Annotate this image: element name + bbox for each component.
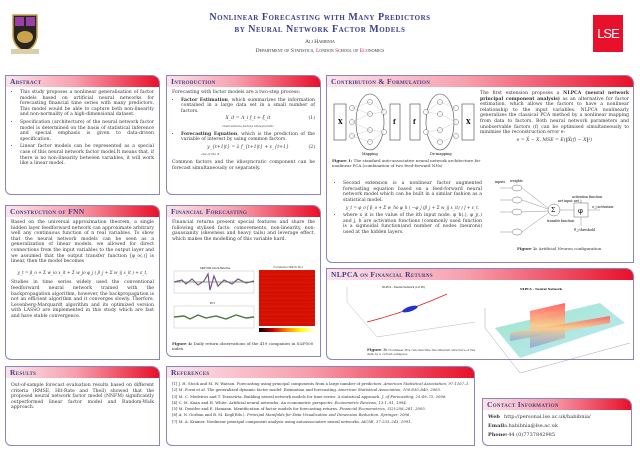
intro-item: Factor Estimation, which summarizes the … bbox=[181, 98, 315, 130]
figure-3-caption: Figure 3: Nonlinear PCs can describe the… bbox=[367, 347, 476, 357]
contribution-heading: Contribution & Formulation bbox=[327, 76, 633, 87]
abstract-item: This study proposes a nonlinear generali… bbox=[20, 90, 154, 118]
contribution-section: Contribution & Formulation X f f X Mappi… bbox=[326, 75, 634, 263]
svg-text:o_j activation: o_j activation bbox=[592, 205, 613, 209]
reference-item: [4] C. M. Kuan and H. White. Artificial … bbox=[172, 399, 407, 405]
financial-forecasting-section: Financial Forecasting Financial returns … bbox=[166, 205, 321, 357]
fnn-paragraph: Studies in time series widely used the c… bbox=[11, 280, 154, 319]
reference-item: [1] J. H. Stock and M. W. Watson. Foreca… bbox=[172, 381, 469, 386]
svg-text:f: f bbox=[393, 119, 396, 126]
references-heading: References bbox=[167, 367, 474, 378]
svg-text:θ_j threshold: θ_j threshold bbox=[574, 228, 595, 232]
figure-1-autoassociative-network: X f f X Mapping De-mapping bbox=[332, 90, 477, 156]
svg-text:f: f bbox=[413, 119, 416, 126]
correlation-heatmap: Correlation Matrix Plot bbox=[259, 266, 317, 338]
abstract-item: Specification (architecture) of the neur… bbox=[20, 120, 154, 142]
reference-item: [7] M. A. Kramer. Nonlinear principal co… bbox=[172, 418, 412, 424]
reference-item: [5] M. Deistler and E. Hamann. Identific… bbox=[172, 406, 426, 412]
returns-plot: S&P 500 Stock Returns PC1 bbox=[172, 266, 257, 336]
lse-logo: LSE bbox=[593, 15, 623, 52]
results-section: Results Out-of-sample forecast evaluatio… bbox=[5, 366, 160, 446]
introduction-section: Introduction Forecasting with factor mod… bbox=[166, 75, 321, 195]
intro-item: Forecasting Equation, which is the predi… bbox=[181, 132, 315, 158]
mse-equation: e = X̂ − X, MSE = E(‖X̂(f) − X‖²) bbox=[516, 137, 593, 143]
nlpca-heading: NLPCA on Financial Returns bbox=[327, 269, 633, 280]
construction-fnn-heading: Construction of FNN bbox=[6, 206, 159, 217]
svg-text:transfer function: transfer function bbox=[547, 219, 574, 223]
financial-forecasting-heading: Financial Forecasting bbox=[167, 206, 320, 217]
svg-text:S&P 500 Stock Returns: S&P 500 Stock Returns bbox=[200, 267, 231, 270]
svg-text:X: X bbox=[466, 119, 471, 126]
introduction-heading: Introduction bbox=[167, 76, 320, 87]
svg-text:NLPCA - Neural Network: NLPCA - Neural Network bbox=[520, 287, 563, 291]
intro-outro: Common factors and the idiosyncratic com… bbox=[172, 159, 315, 171]
nlpca-neural-network-surface-plot: NLPCA - Neural Network bbox=[480, 283, 635, 388]
figure-4-caption: Figure 4: Daily return observations of t… bbox=[172, 341, 314, 351]
reference-item: [2] M. Forni et al. The generalized dyna… bbox=[172, 387, 442, 393]
contact-phone: Phone+44 (0)7737842985 bbox=[488, 432, 556, 438]
figure-2-caption: Figure 2: Artificial Neuron configuratio… bbox=[517, 246, 602, 251]
svg-text:Σ: Σ bbox=[551, 207, 555, 214]
results-paragraph: Out-of-sample forecast evaluation result… bbox=[11, 383, 154, 411]
poster-title-line1: Nonlinear Forecasting with Many Predicto… bbox=[209, 12, 431, 23]
reference-item: [3] M. C. Medeiros and T. Terasvirta. Bu… bbox=[172, 393, 447, 399]
abstract-section: Abstract This study proposes a nonlinear… bbox=[5, 75, 160, 195]
web-link[interactable]: http://personal.lse.ac.uk/habibnia/ bbox=[504, 414, 591, 420]
figure-2-artificial-neuron: inputs weights Σ net input net_j transfer… bbox=[492, 178, 627, 240]
reference-item: [6] A. N. Gorban and B. M. Kegl(Eds.). P… bbox=[172, 412, 411, 418]
figure-1-caption: Figure 1: The standard auto-associative … bbox=[332, 158, 481, 168]
contact-email: Emaila.habibnia@lse.ac.uk bbox=[488, 423, 558, 429]
svg-text:De-mapping: De-mapping bbox=[430, 152, 452, 156]
contact-heading: Contact Information bbox=[483, 399, 631, 410]
university-crest bbox=[10, 13, 40, 55]
references-section: References [1] J. H. Stock and M. W. Wat… bbox=[166, 366, 475, 446]
author: Ali Habibnia bbox=[305, 39, 335, 45]
construction-fnn-section: Construction of FNN Based on the univers… bbox=[5, 205, 160, 360]
results-heading: Results bbox=[6, 367, 159, 378]
finance-paragraph: Financial returns present special featur… bbox=[172, 220, 315, 242]
nn-forecasting-description: Second extension is a nonlinear factor a… bbox=[329, 178, 487, 240]
poster-title-line2: by Neural Network Factor Models bbox=[234, 24, 406, 35]
svg-text:inputs: inputs bbox=[495, 180, 505, 184]
svg-text:PC1: PC1 bbox=[210, 302, 216, 305]
svg-text:NLPCA - Neural Network (1st PC: NLPCA - Neural Network (1st PC) bbox=[382, 286, 425, 289]
nlpca-1st-pc-plot: NLPCA - Neural Network (1st PC) bbox=[337, 282, 477, 347]
abstract-heading: Abstract bbox=[6, 76, 159, 87]
email-link[interactable]: a.habibnia@lse.ac.uk bbox=[504, 423, 558, 429]
svg-text:activation function: activation function bbox=[572, 195, 602, 199]
svg-text:X: X bbox=[338, 119, 343, 126]
abstract-item: Linear factor models can be represented … bbox=[20, 144, 154, 166]
nlpca-description: The first extension proposes a NLPCA (ne… bbox=[480, 91, 630, 143]
fnn-equation: y_t = β_o + Σ w_io x_it + Σ w_jo φ_j ( β… bbox=[17, 269, 148, 275]
nn-equation: y_t = φ_o [ β_o + Σ w_ho φ_h ( −φ_j (β_j… bbox=[345, 205, 480, 211]
svg-text:weights: weights bbox=[510, 179, 523, 183]
svg-text:Mapping: Mapping bbox=[362, 152, 379, 156]
svg-text:φ: φ bbox=[578, 207, 583, 215]
department: Department of Statistics, London School … bbox=[255, 48, 385, 54]
intro-lead: Forecasting with factor models are a two… bbox=[172, 90, 301, 95]
fnn-paragraph: Based on the universal approximation the… bbox=[11, 220, 154, 265]
svg-text:net input net_j: net input net_j bbox=[558, 199, 582, 203]
